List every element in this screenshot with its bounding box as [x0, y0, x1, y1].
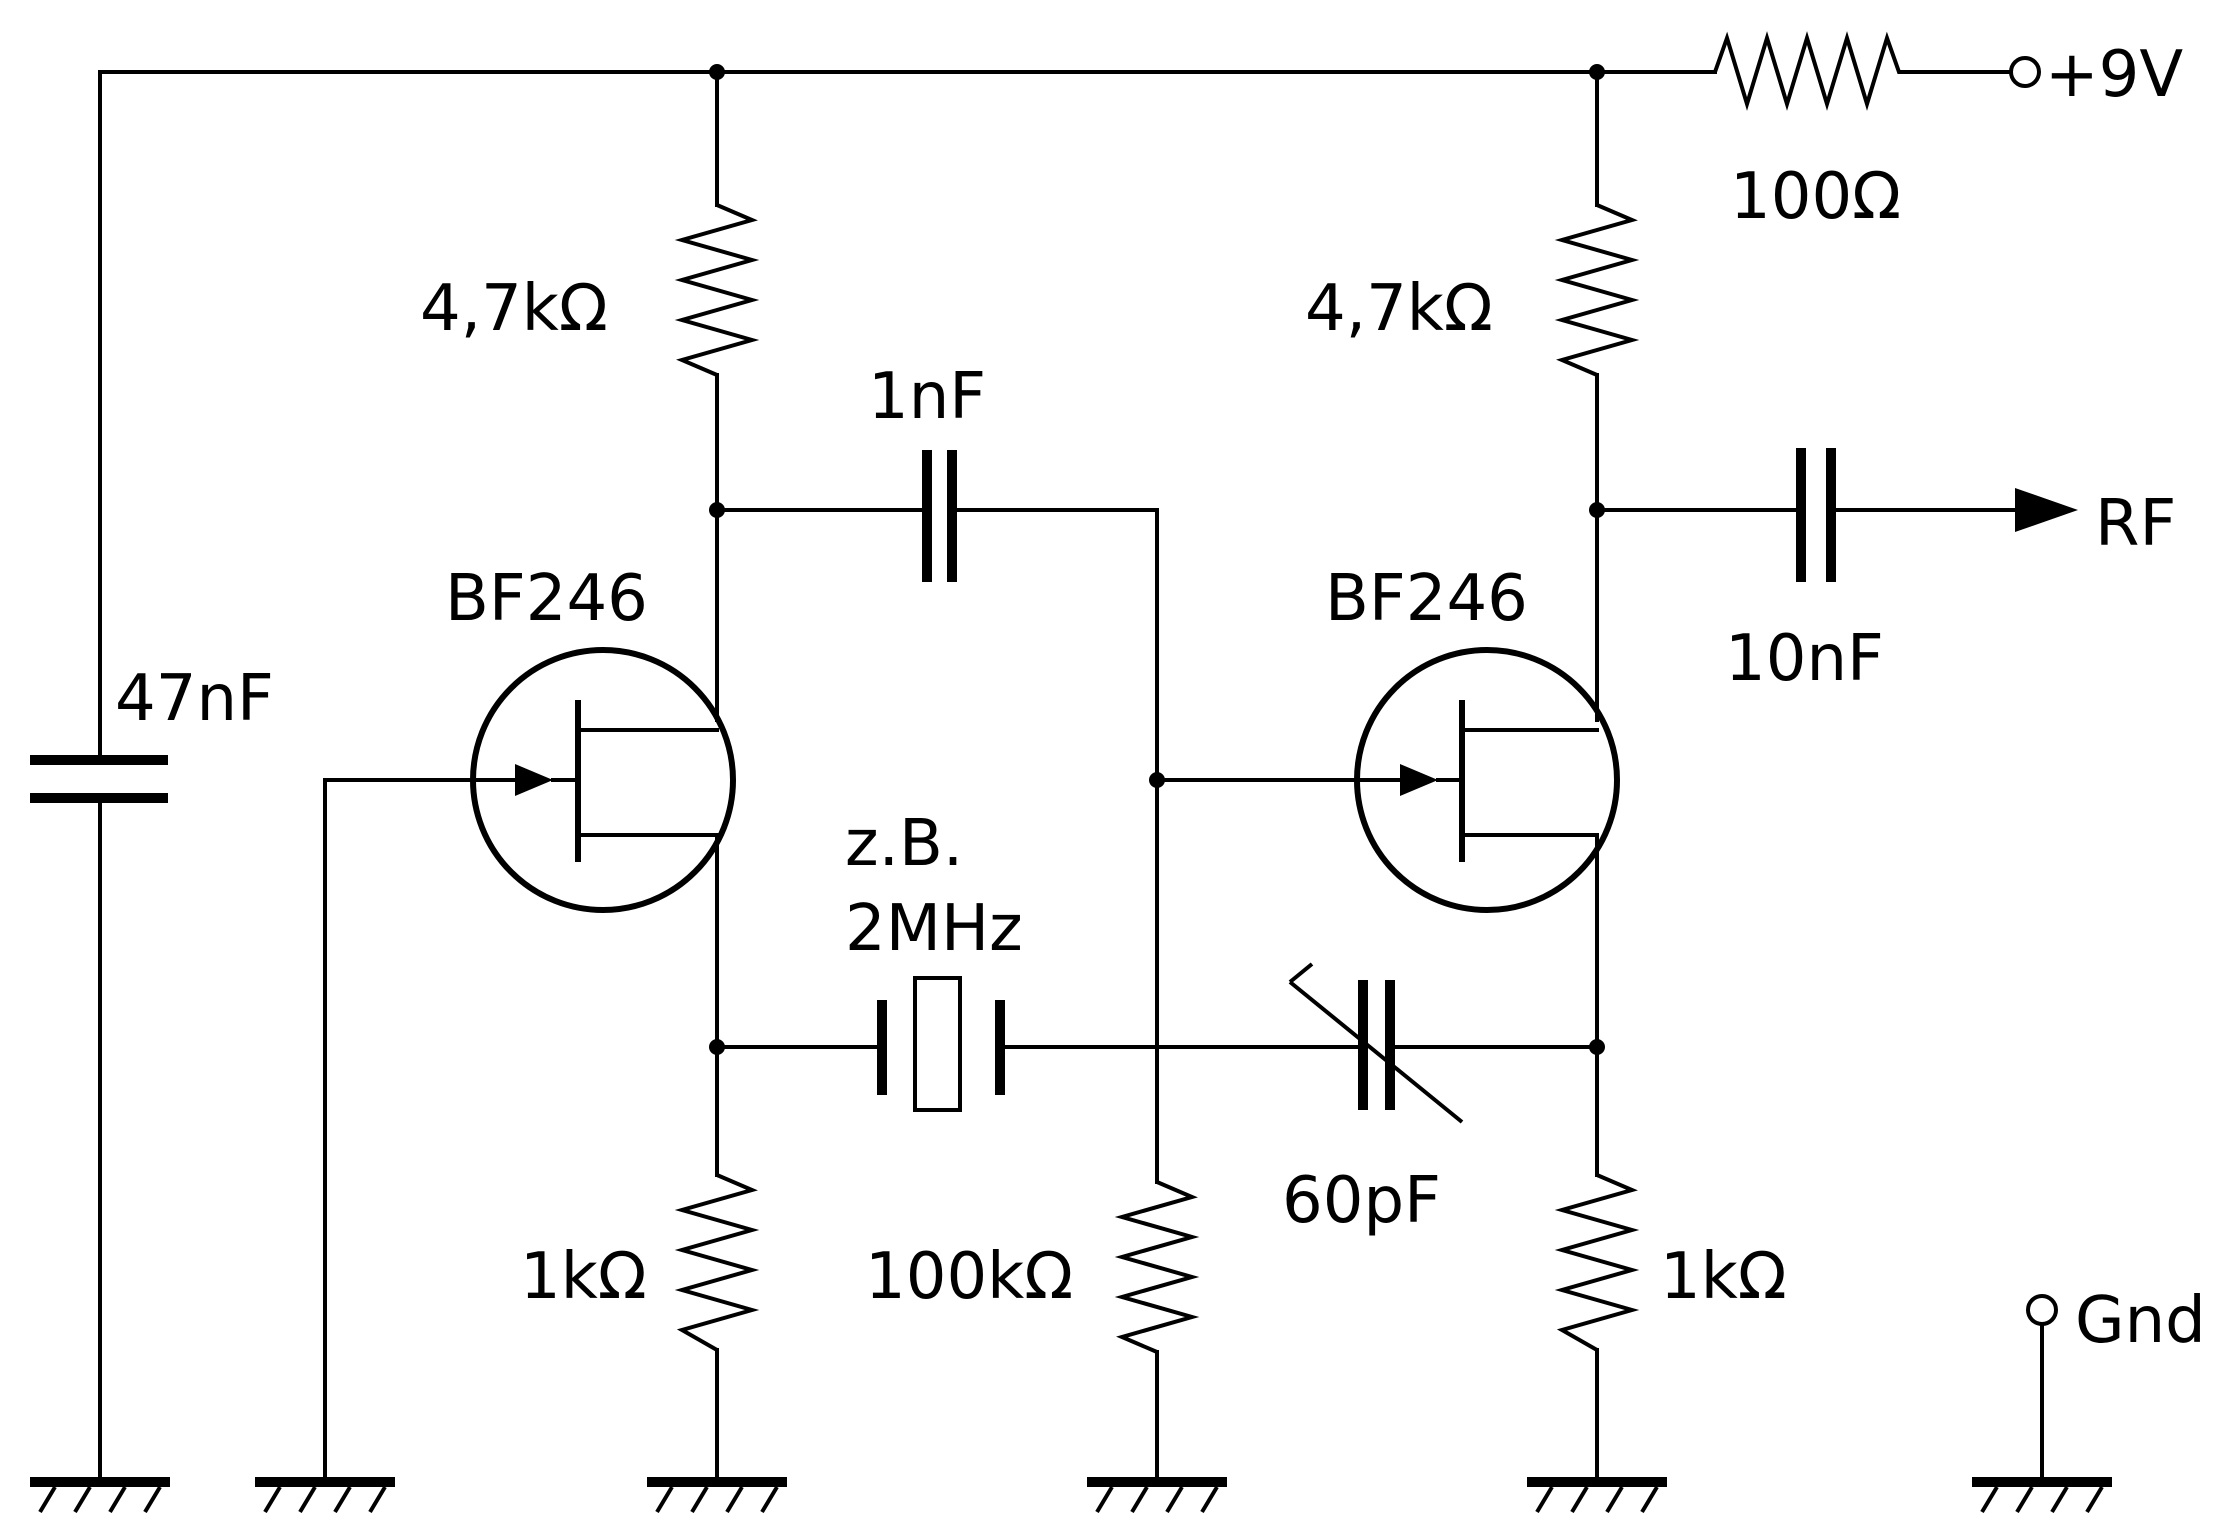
left-drain-resistor [674, 70, 760, 722]
right-jfet-label: BF246 [1325, 562, 1528, 636]
decoupling-capacitor [30, 70, 168, 1484]
supply-label: +9V [2045, 38, 2183, 112]
right-drain-resistor [1554, 70, 1640, 722]
coupling-capacitor [709, 450, 1159, 1184]
right-drain-resistor-label: 4,7kΩ [1305, 272, 1493, 346]
output-capacitor [1589, 448, 2078, 582]
supply-resistor [1713, 31, 1910, 111]
output-capacitor-label: 10nF [1725, 622, 1884, 696]
ground-terminal [2026, 1294, 2058, 1484]
trimmer-capacitor [1288, 962, 1464, 1124]
right-source-resistor-label: 1kΩ [1660, 1240, 1787, 1314]
gate-resistor-label: 100kΩ [865, 1240, 1073, 1314]
right-source-resistor [1554, 1173, 1640, 1484]
right-jfet [1149, 647, 1620, 913]
source-wires [709, 833, 1605, 1177]
ground-symbol-2 [255, 1477, 395, 1514]
left-jfet [323, 647, 736, 1484]
left-drain-resistor-label: 4,7kΩ [420, 272, 608, 346]
supply-terminal [2009, 56, 2041, 88]
left-jfet-label: BF246 [445, 562, 648, 636]
trimmer-capacitor-label: 60pF [1282, 1164, 1441, 1238]
ground-symbol-3 [647, 1477, 787, 1514]
supply-resistor-label: 100Ω [1730, 160, 1901, 234]
supply-rail [98, 64, 2012, 80]
ground-symbol-6 [1972, 1477, 2112, 1514]
ground-label: Gnd [2075, 1284, 2206, 1358]
coupling-capacitor-label: 1nF [868, 360, 986, 434]
ground-symbol-5 [1527, 1477, 1667, 1514]
left-source-resistor [674, 1173, 760, 1484]
ground-symbols [30, 1477, 2112, 1514]
crystal-label-line2: 2MHz [845, 892, 1023, 966]
decoupling-capacitor-label: 47nF [115, 662, 274, 736]
crystal [877, 976, 1005, 1112]
crystal-label-line1: z.B. [845, 807, 963, 881]
ground-symbol-4 [1087, 1477, 1227, 1514]
left-source-resistor-label: 1kΩ [520, 1240, 647, 1314]
gate-resistor [1114, 1180, 1200, 1484]
output-label: RF [2095, 487, 2176, 561]
ground-symbol-1 [30, 1477, 170, 1514]
